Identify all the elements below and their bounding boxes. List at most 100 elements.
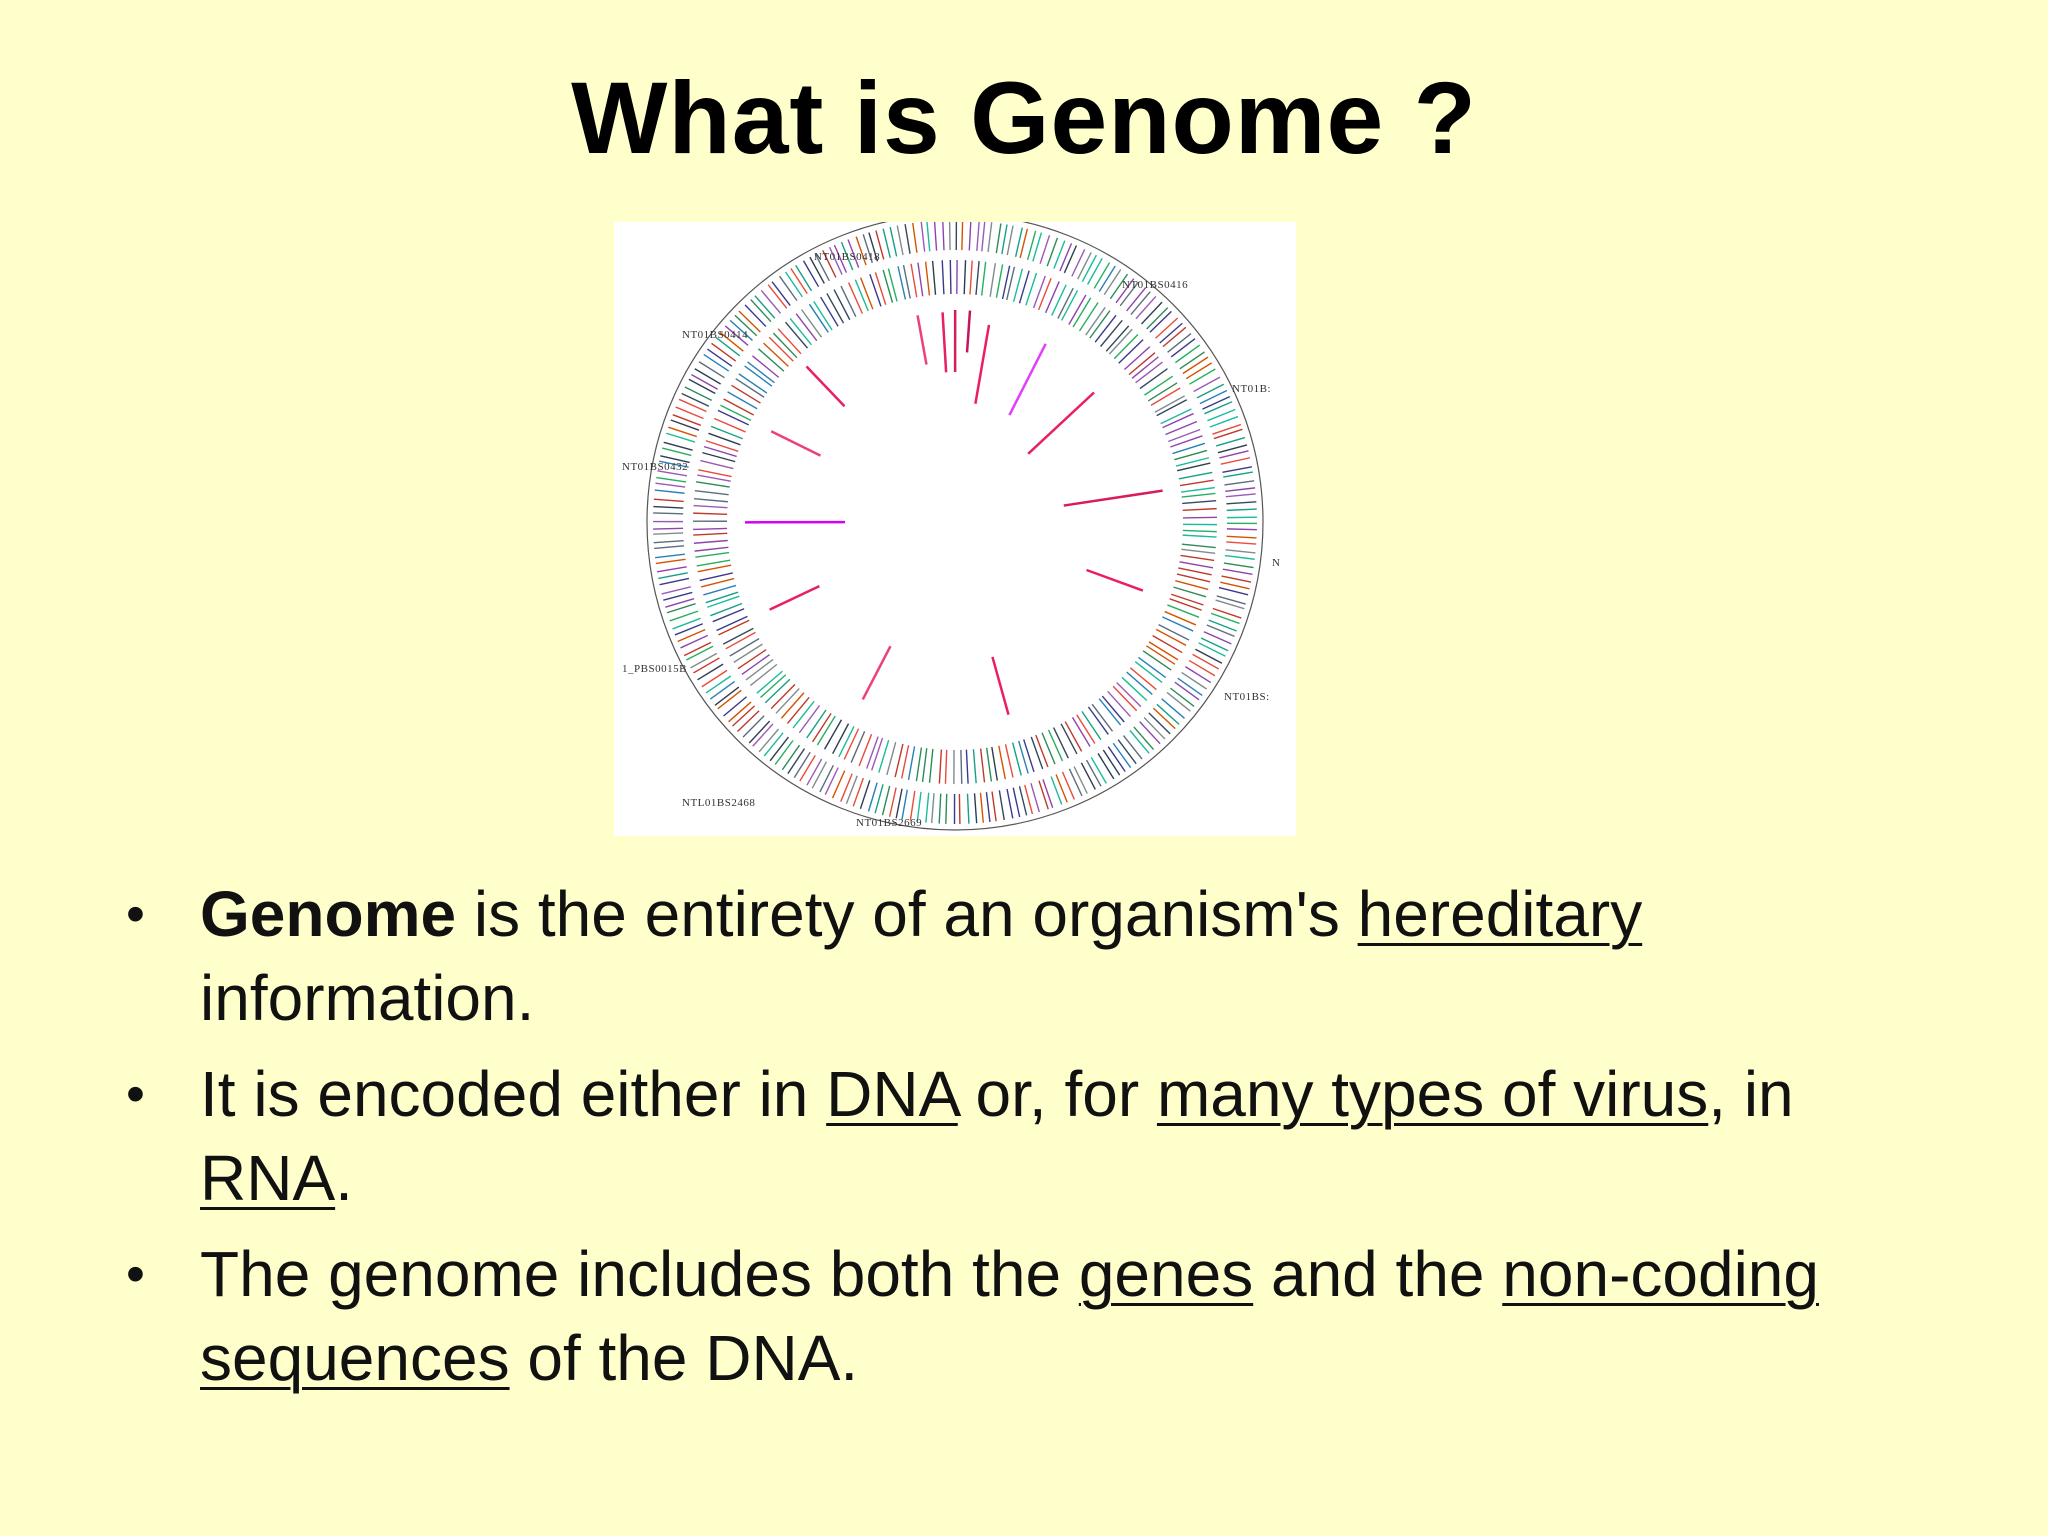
center-spoke [1086, 568, 1144, 592]
outer-ring-mark [657, 566, 687, 573]
inner-ring-mark [833, 289, 851, 321]
inner-ring-mark [714, 417, 746, 433]
outer-ring-mark [1198, 642, 1226, 657]
term-genome: Genome [200, 878, 457, 950]
circular-genome-map: NT01BS0418 NT01BS0416 NT01BS0414 NT01B: … [622, 222, 1280, 831]
inner-ring-mark [1124, 346, 1151, 371]
outer-ring-mark [711, 342, 737, 362]
outer-ring-mark [723, 696, 748, 717]
outer-ring-mark [1206, 624, 1235, 638]
inner-ring-mark [1180, 554, 1215, 562]
outer-ring-mark [767, 284, 788, 309]
outer-ring-mark [691, 373, 718, 390]
genome-label: NT01BS0418 [814, 251, 880, 263]
outer-ring-mark [979, 792, 985, 823]
bullet-list: • Genome is the entirety of an organism'… [120, 872, 1960, 1412]
inner-ring-mark [1089, 310, 1111, 339]
link-rna[interactable]: RNA [200, 1142, 336, 1214]
outer-ring-mark [1024, 784, 1034, 815]
inner-ring-mark [980, 261, 987, 296]
inner-ring-mark [1181, 492, 1216, 498]
outer-ring-mark [973, 793, 978, 824]
inner-ring-mark [975, 261, 980, 296]
link-genes[interactable]: genes [1078, 1238, 1254, 1310]
center-spoke [941, 312, 948, 373]
outer-ring-mark [674, 623, 704, 636]
inner-ring-mark [1138, 656, 1167, 679]
outer-ring-mark [653, 498, 684, 503]
link-virus-types[interactable]: many types of virus [1156, 1058, 1709, 1130]
outer-ring-mark [680, 634, 709, 649]
inner-ring-mark [727, 391, 758, 410]
inner-ring-mark [1081, 711, 1102, 741]
inner-ring-mark [693, 512, 728, 515]
outer-ring-mark [1166, 691, 1191, 712]
center-spoke [769, 584, 820, 611]
outer-ring-mark [926, 222, 931, 252]
inner-ring-mark [1182, 529, 1217, 533]
inner-ring-mark [874, 272, 887, 305]
outer-ring-mark [1073, 766, 1088, 794]
outer-ring-mark [737, 710, 760, 733]
inner-ring-mark [924, 261, 931, 296]
outer-ring-mark [1195, 648, 1223, 664]
outer-ring-mark [694, 368, 721, 385]
bullet-item: • It is encoded either in DNA or, for ma… [120, 1052, 1960, 1220]
outer-ring-mark [663, 441, 693, 451]
inner-ring-mark [963, 260, 967, 295]
outer-ring-mark [706, 348, 733, 367]
link-dna[interactable]: DNA [826, 1058, 958, 1130]
outer-ring-mark [1162, 326, 1187, 348]
center-spoke [974, 324, 991, 404]
outer-ring-mark [681, 392, 710, 407]
outer-ring-mark [1188, 659, 1216, 677]
bullet-text: or, for [957, 1058, 1157, 1130]
outer-ring-mark [1199, 389, 1228, 405]
inner-ring-mark [703, 445, 737, 458]
inner-ring-mark [744, 365, 773, 387]
inner-ring-mark [1182, 500, 1217, 505]
outer-ring-mark [717, 689, 742, 710]
outer-ring-mark [1006, 225, 1014, 256]
link-hereditary[interactable]: hereditary [1357, 878, 1643, 950]
outer-ring-mark [1181, 671, 1207, 690]
outer-ring-mark [987, 222, 993, 253]
outer-ring-mark [1223, 562, 1254, 569]
outer-ring-mark [1042, 779, 1054, 808]
outer-ring-mark [672, 617, 701, 630]
inner-ring-mark [869, 273, 882, 307]
outer-ring-mark [961, 222, 964, 251]
center-spoke [861, 645, 892, 701]
outer-ring-mark [1115, 278, 1135, 304]
outer-ring-mark [1208, 619, 1237, 632]
outer-ring-mark [653, 505, 684, 509]
inner-ring-mark [1107, 690, 1131, 718]
outer-ring-mark [1129, 729, 1150, 754]
inner-ring-mark [1030, 736, 1044, 770]
inner-ring-mark [928, 748, 934, 783]
outer-ring-mark [1215, 599, 1245, 610]
inner-ring-mark [843, 728, 860, 760]
inner-ring-mark [1076, 714, 1096, 744]
outer-ring-mark [1215, 436, 1246, 447]
inner-ring-mark [998, 745, 1007, 780]
inner-ring-mark [792, 700, 815, 729]
outer-ring-mark [840, 773, 853, 802]
outer-ring-mark [1006, 788, 1014, 819]
outer-ring-mark [1216, 595, 1246, 605]
inner-ring-mark [720, 404, 752, 422]
link-non-coding-sequences[interactable]: non-coding sequences [200, 1238, 1819, 1394]
inner-ring-mark [745, 658, 774, 681]
inner-ring-mark [1173, 586, 1207, 598]
outer-ring-mark [655, 553, 685, 559]
outer-ring-mark [888, 787, 897, 817]
inner-ring-mark [915, 747, 923, 782]
outer-ring-mark [1026, 230, 1037, 261]
outer-ring-mark [1177, 677, 1203, 697]
outer-ring-mark [660, 455, 690, 464]
outer-ring-mark [698, 361, 725, 379]
outer-ring-mark [1200, 637, 1229, 652]
outer-ring-mark [697, 663, 724, 681]
inner-ring-mark [1168, 428, 1201, 443]
slide-title: What is Genome ? [571, 61, 1477, 175]
